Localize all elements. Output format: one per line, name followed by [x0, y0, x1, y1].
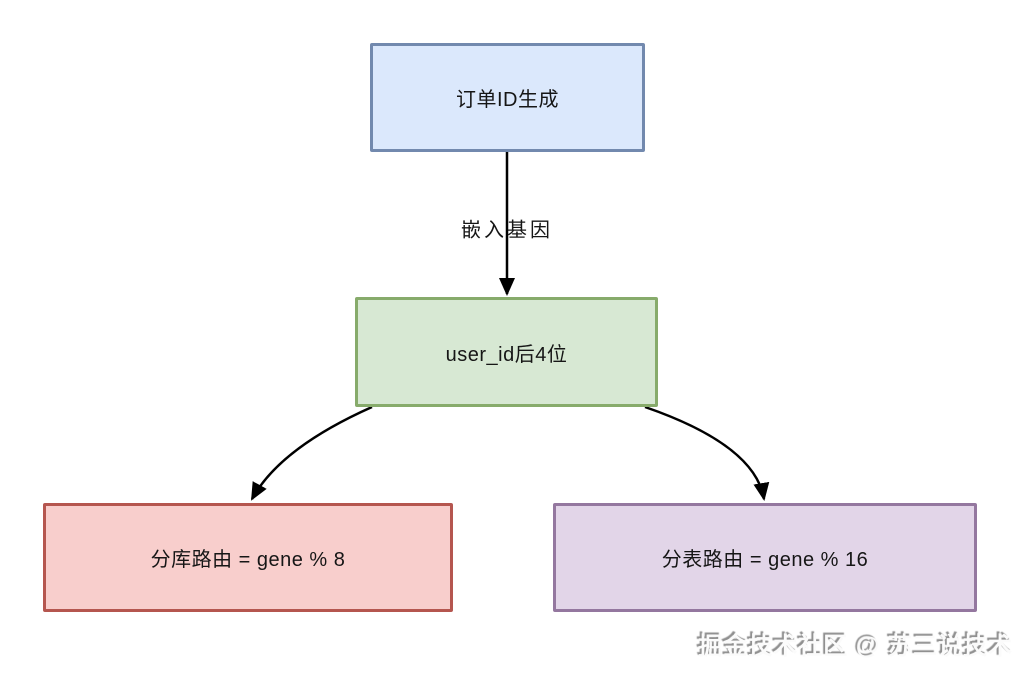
watermark-text: 掘金技术社区 @ 苏三说技术 — [698, 633, 1013, 660]
node-table-route-label: 分表路由 = gene % 16 — [661, 549, 869, 571]
edge-label-embed-gene: 嵌入基因 — [461, 219, 553, 242]
node-order-id-generation: 订单ID生成 — [370, 43, 645, 152]
node-user-id-last4-label: user_id后4位 — [445, 343, 568, 366]
node-db-route: 分库路由 = gene % 8 — [43, 503, 453, 612]
node-order-id-generation-label: 订单ID生成 — [456, 89, 559, 111]
edge-gene-to-db-arrow — [250, 405, 373, 501]
node-db-route-label: 分库路由 = gene % 8 — [150, 549, 346, 571]
node-user-id-last4: user_id后4位 — [355, 297, 658, 407]
edge-gene-to-table-arrow — [644, 405, 770, 501]
node-table-route: 分表路由 = gene % 16 — [553, 503, 977, 612]
